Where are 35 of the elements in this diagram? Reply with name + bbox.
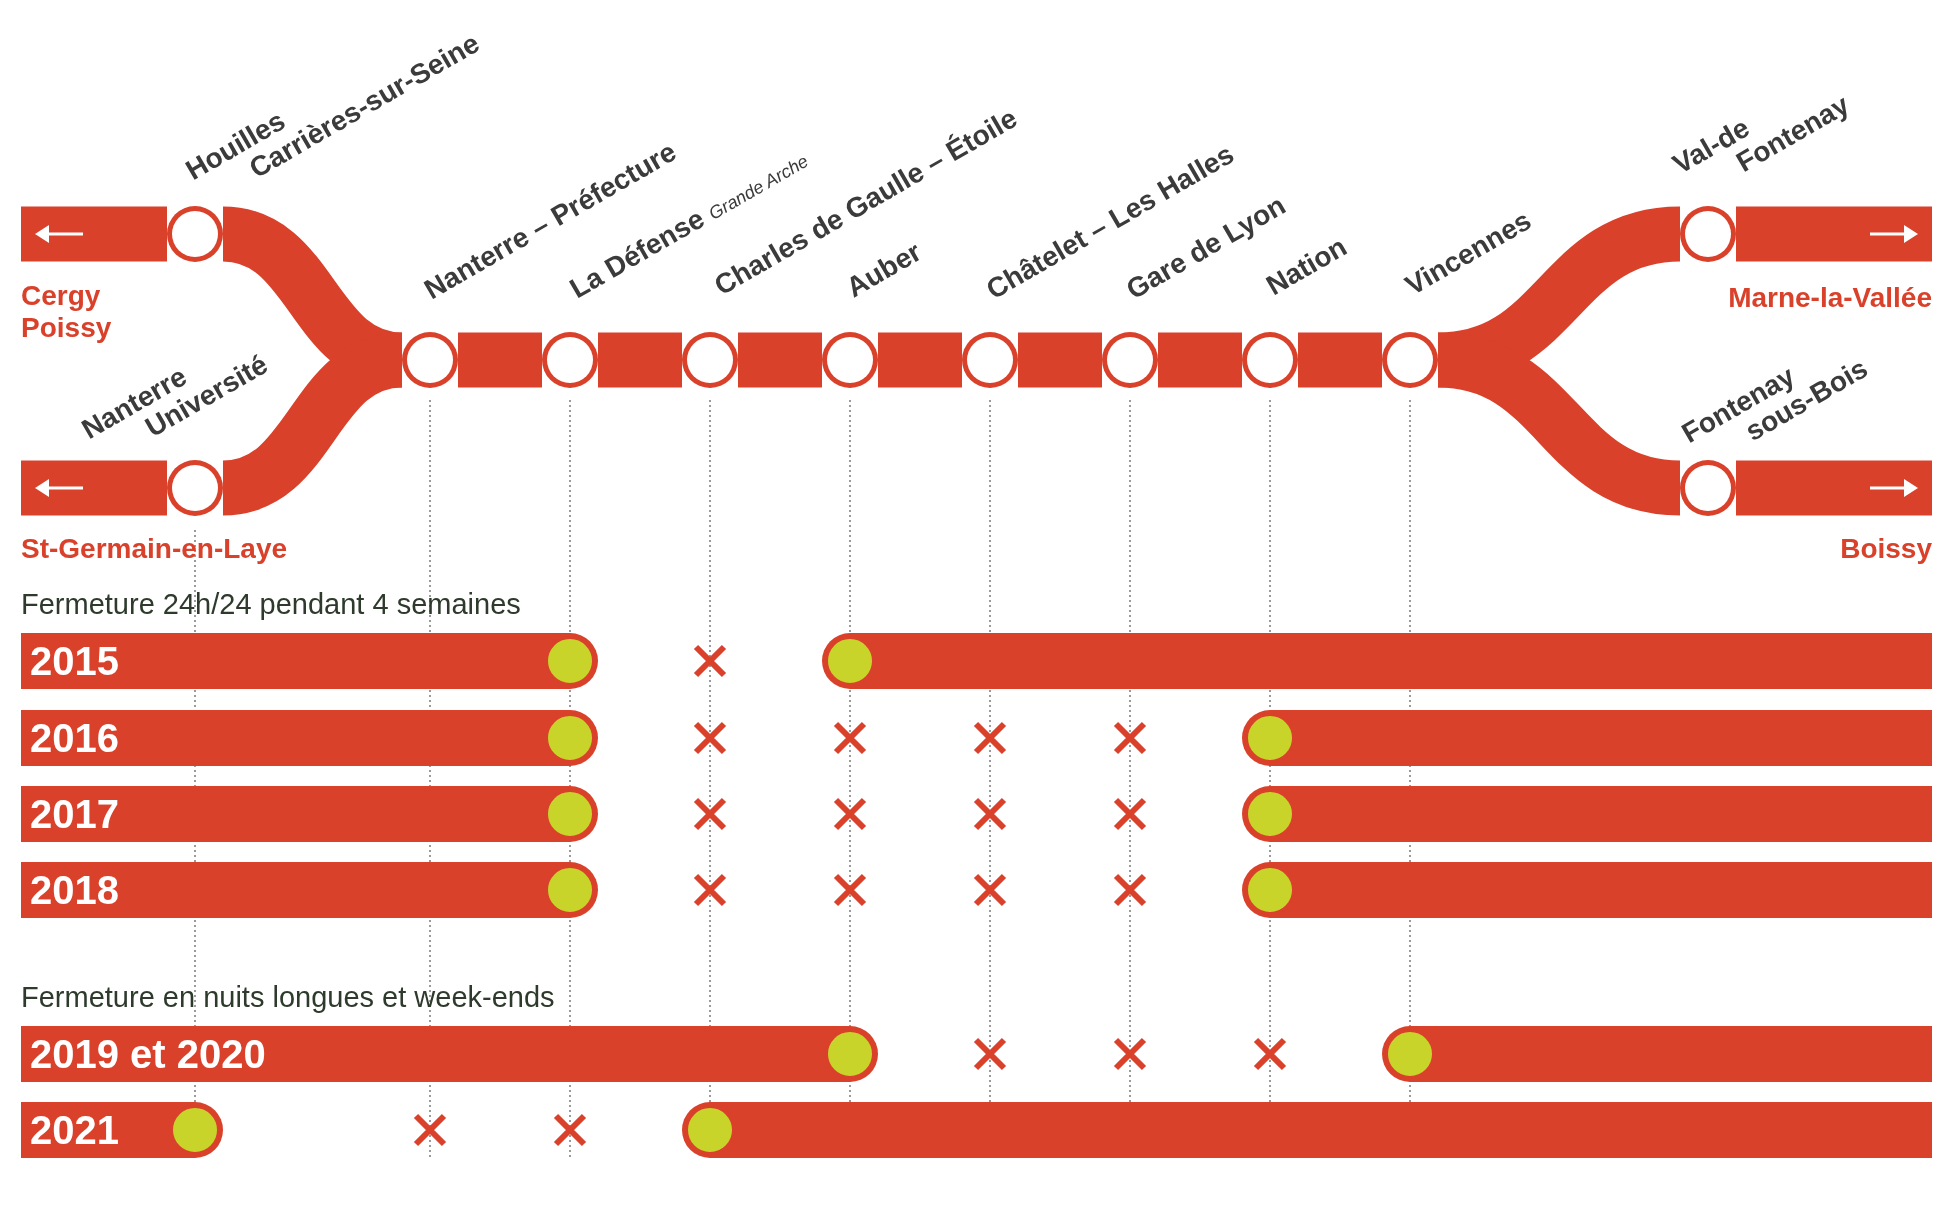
service-bar bbox=[1382, 1026, 1932, 1082]
service-bar bbox=[1242, 862, 1932, 918]
section-heading: Fermeture en nuits longues et week-ends bbox=[21, 981, 555, 1013]
closure-bar bbox=[21, 633, 598, 689]
year-label: 2021 bbox=[30, 1110, 119, 1150]
terminus-label: Marne-la-Vallée bbox=[1728, 282, 1932, 314]
year-label: 2019 et 2020 bbox=[30, 1034, 266, 1074]
closure-bar bbox=[21, 1026, 878, 1082]
rail-line bbox=[21, 460, 167, 516]
terminus-label: Boissy bbox=[1840, 533, 1932, 565]
rail-line bbox=[1736, 206, 1932, 262]
rail-line bbox=[1736, 460, 1932, 516]
year-label: 2016 bbox=[30, 718, 119, 758]
closure-bar bbox=[21, 1102, 223, 1158]
rail-line bbox=[1158, 332, 1242, 388]
service-bar bbox=[1242, 786, 1932, 842]
rail-line bbox=[1018, 332, 1102, 388]
rail-line bbox=[458, 332, 542, 388]
terminus-label: St-Germain-en-Laye bbox=[21, 533, 288, 565]
service-bar bbox=[682, 1102, 1932, 1158]
rail-line bbox=[21, 206, 167, 262]
service-bar bbox=[822, 633, 1932, 689]
rail-line bbox=[1298, 332, 1382, 388]
year-label: 2015 bbox=[30, 641, 119, 681]
terminus-label: Cergy Poissy bbox=[21, 280, 113, 344]
section-heading: Fermeture 24h/24 pendant 4 semaines bbox=[21, 588, 521, 620]
rail-line bbox=[598, 332, 682, 388]
service-bar bbox=[1242, 710, 1932, 766]
closure-bar bbox=[21, 786, 598, 842]
year-label: 2018 bbox=[30, 870, 119, 910]
rail-line bbox=[738, 332, 822, 388]
year-label: 2017 bbox=[30, 794, 119, 834]
closure-bar bbox=[21, 710, 598, 766]
closure-bar bbox=[21, 862, 598, 918]
rail-line bbox=[878, 332, 962, 388]
